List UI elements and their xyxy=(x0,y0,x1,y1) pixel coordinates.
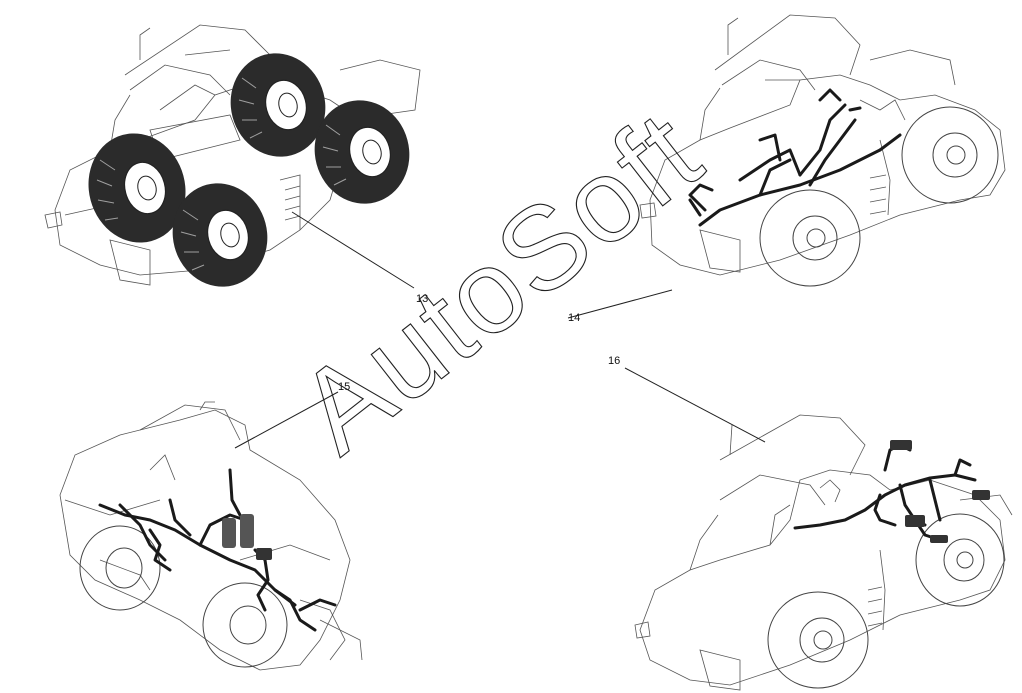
tractor-view-13 xyxy=(44,24,421,289)
wheel-rear-left xyxy=(230,53,326,157)
frame-harness-14 xyxy=(688,88,902,227)
rear-harness-15 xyxy=(98,468,337,632)
wheel-rear-15 xyxy=(202,582,288,668)
wheel-front-right xyxy=(172,183,268,287)
callout-15: 15 xyxy=(338,381,350,393)
callout-14: 14 xyxy=(568,312,580,324)
leader-line-13 xyxy=(291,211,415,289)
leader-line-14 xyxy=(567,289,673,319)
leader-line-15 xyxy=(234,391,339,449)
tractor-view-16 xyxy=(624,367,1013,691)
cab-harness-16 xyxy=(793,443,977,542)
callout-13: 13 xyxy=(416,293,428,305)
tractor-view-15 xyxy=(59,391,363,671)
wheel-rear-right xyxy=(314,100,410,204)
wheel-rear-16 xyxy=(915,513,1005,607)
tractor-view-14 xyxy=(567,14,1006,319)
wheel-front-15 xyxy=(79,525,161,611)
wheel-front-left xyxy=(88,133,186,243)
callout-16: 16 xyxy=(608,355,620,367)
wheel-front-16 xyxy=(767,591,869,689)
wheel-front-14 xyxy=(759,189,861,287)
wheel-rear-14 xyxy=(901,106,999,204)
leader-line-16 xyxy=(624,367,766,443)
